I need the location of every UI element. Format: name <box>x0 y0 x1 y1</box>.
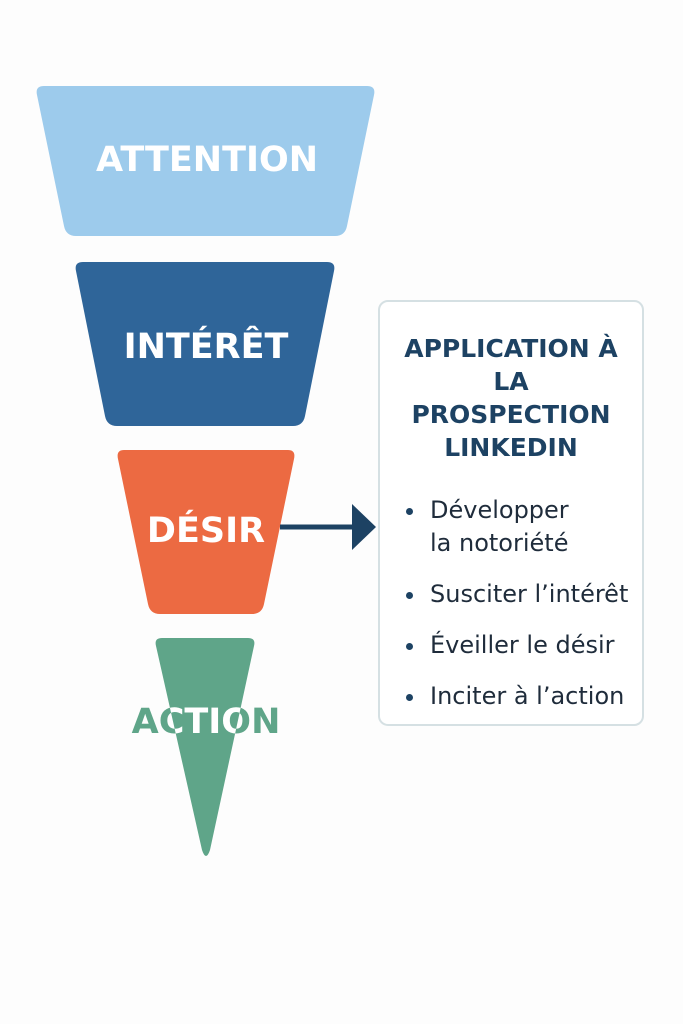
list-item: Susciter l’intérêt <box>400 578 642 611</box>
panel-title-line: APPLICATION À <box>404 334 618 363</box>
bullet-icon <box>406 694 413 701</box>
arrow-head-icon <box>352 504 376 550</box>
list-item: Inciter à l’action <box>400 680 642 713</box>
funnel-stage-desir <box>117 450 295 614</box>
bullet-icon <box>406 508 413 515</box>
list-item: Éveiller le désir <box>400 629 642 662</box>
list-item-text: Susciter l’intérêt <box>430 580 629 608</box>
bullet-icon <box>406 643 413 650</box>
funnel-stage-interet <box>75 262 335 426</box>
funnel-stage-label-desir: DÉSIR <box>147 509 265 551</box>
funnel-stage-label-attention: ATTENTION <box>96 140 318 180</box>
funnel-stage-label-interet: INTÉRÊT <box>124 325 289 367</box>
list-item: Développer la notoriété <box>400 494 642 560</box>
list-item-text: Éveiller le désir <box>430 631 615 659</box>
funnel-stage-label-action: ACTION <box>132 702 281 742</box>
bullet-icon <box>406 592 413 599</box>
panel-list: Développer la notoriété Susciter l’intér… <box>380 494 642 713</box>
panel-title-line: LINKEDIN <box>444 433 578 462</box>
arrow-to-panel <box>280 504 376 550</box>
list-item-text: la notoriété <box>430 529 569 557</box>
list-item-text: Développer <box>430 496 569 524</box>
list-item-text: Inciter à l’action <box>430 682 625 710</box>
funnel-stage-action <box>155 638 255 856</box>
application-panel: APPLICATION À LA PROSPECTION LINKEDIN Dé… <box>378 300 644 726</box>
funnel-stage-attention <box>36 86 375 236</box>
panel-title: APPLICATION À LA PROSPECTION LINKEDIN <box>380 332 642 464</box>
panel-title-line: LA PROSPECTION <box>411 367 611 429</box>
